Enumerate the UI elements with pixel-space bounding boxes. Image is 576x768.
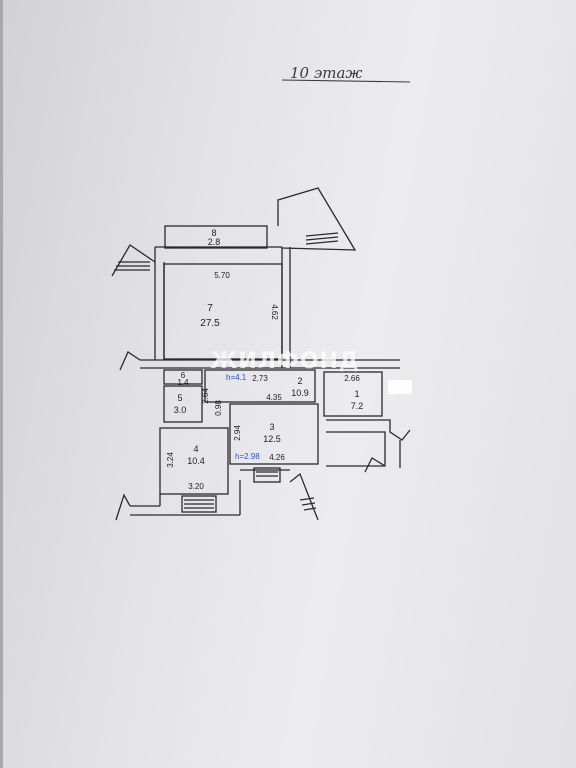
room-4-number: 4 xyxy=(193,444,198,454)
room-7-number: 7 xyxy=(207,303,213,314)
room-8-outline xyxy=(164,225,268,249)
room-5-area: 3.0 xyxy=(174,405,187,415)
room-5-number: 5 xyxy=(177,393,182,403)
dim-2-73: 2.73 xyxy=(252,374,268,383)
room-6-area: 1.4 xyxy=(177,378,189,387)
room-4-area: 10.4 xyxy=(187,456,205,466)
dim-5-70: 5.70 xyxy=(214,271,230,280)
room-6-outline xyxy=(163,369,203,385)
room-8-number: 8 xyxy=(211,228,216,238)
height-note-b: h=2.98 xyxy=(235,452,260,461)
dim-3-20: 3.20 xyxy=(188,482,204,491)
paper-edge xyxy=(0,0,3,768)
dim-4-26: 4.26 xyxy=(269,453,285,462)
height-note-a: h=4.1 xyxy=(226,373,247,382)
room-7-outline xyxy=(163,263,283,360)
room-2-area: 10.9 xyxy=(291,388,309,398)
room-3-area: 12.5 xyxy=(263,434,281,444)
walls xyxy=(111,187,411,521)
dim-4-62: 4.62 xyxy=(270,304,279,320)
room-1-outline xyxy=(323,371,383,417)
watermark: ЖИЛФОНД xyxy=(210,349,359,374)
room-8-area: 2.8 xyxy=(208,237,221,247)
room-2-outline xyxy=(204,369,316,403)
dim-3-24: 3.24 xyxy=(166,452,175,468)
room-3-number: 3 xyxy=(269,422,274,432)
watermark-logo-mark xyxy=(388,380,412,394)
room-3-outline xyxy=(229,403,319,465)
room-6-number: 6 xyxy=(181,371,186,380)
room-2-number: 2 xyxy=(297,376,302,386)
room-1-number: 1 xyxy=(354,389,359,399)
dim-2-64: 2.64 xyxy=(201,388,210,404)
title-underline xyxy=(281,79,411,83)
room-1-area: 7.2 xyxy=(351,401,364,411)
room-5-outline xyxy=(163,385,203,423)
floor-title: 10 этаж xyxy=(290,64,362,82)
dim-0-98: 0.98 xyxy=(214,400,223,416)
dim-4-35: 4.35 xyxy=(266,393,282,402)
dim-2-94: 2.94 xyxy=(233,425,242,441)
room-7-area: 27.5 xyxy=(200,318,220,329)
dim-2-66: 2.66 xyxy=(344,374,360,383)
room-4-outline xyxy=(159,427,229,495)
